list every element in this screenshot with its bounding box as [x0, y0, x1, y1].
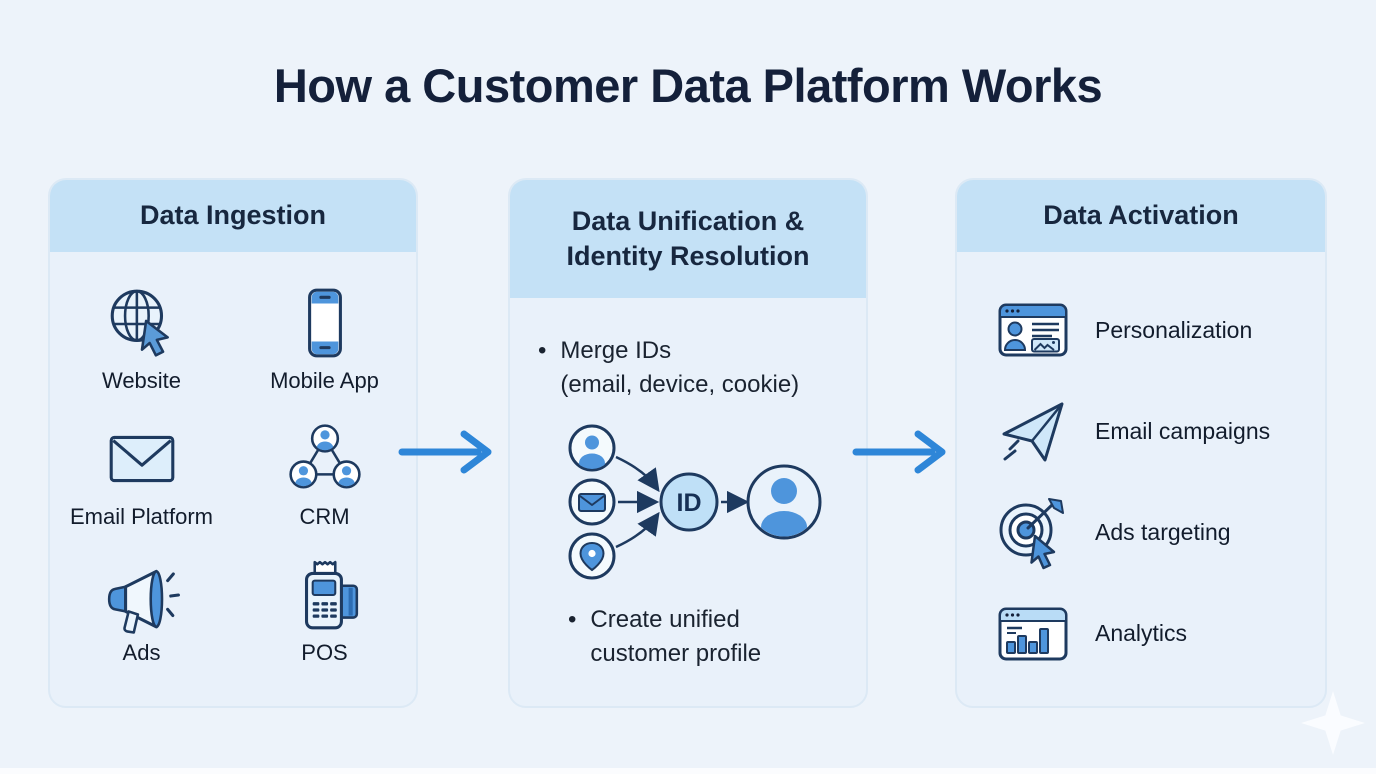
identity-resolution-diagram: ID — [532, 415, 866, 587]
source-item-crm: CRM — [233, 420, 416, 530]
unified-profile-icon — [746, 464, 822, 540]
flow-arrow-right-icon — [398, 427, 498, 477]
activation-item-personalization: Personalization — [995, 292, 1325, 368]
activation-label: Personalization — [1095, 316, 1253, 343]
id-node: ID — [659, 472, 719, 532]
location-id-icon — [568, 532, 616, 580]
source-label: Ads — [122, 640, 161, 665]
bottom-strip — [0, 768, 1376, 774]
analytics-chart-icon — [995, 595, 1071, 671]
bullet-marker: • — [538, 337, 547, 364]
source-label: Email Platform — [69, 504, 214, 529]
crm-users-icon — [286, 420, 364, 498]
source-item-ads: Ads — [50, 556, 233, 666]
panel-header-data-unification: Data Unification & Identity Resolution — [510, 180, 866, 298]
ads-targeting-icon — [995, 494, 1071, 570]
megaphone-icon — [103, 556, 181, 634]
source-label: Website — [101, 368, 182, 393]
source-grid: Website Mobile App Email — [50, 252, 416, 666]
globe-cursor-icon — [103, 284, 181, 362]
panel-data-activation: Data Activation Personalization — [955, 178, 1327, 708]
page-title: How a Customer Data Platform Works — [273, 59, 1103, 112]
paper-plane-icon — [995, 393, 1071, 469]
source-item-email-platform: Email Platform — [50, 420, 233, 530]
source-item-mobile-app: Mobile App — [233, 284, 416, 394]
activation-item-analytics: Analytics — [995, 595, 1325, 671]
merge-ids-text: Merge IDs (email, device, cookie) — [560, 337, 800, 398]
activation-label: Analytics — [1095, 619, 1188, 646]
personalization-icon — [995, 292, 1071, 368]
activation-item-ads-targeting: Ads targeting — [995, 494, 1325, 570]
source-label: CRM — [299, 504, 350, 529]
person-id-icon — [568, 424, 616, 472]
envelope-icon — [103, 420, 181, 498]
unified-profile-text: Create unified customer profile — [590, 606, 762, 667]
email-id-icon — [568, 478, 616, 526]
source-item-pos: POS — [233, 556, 416, 666]
bullet-marker: • — [568, 606, 577, 634]
pos-terminal-icon — [286, 556, 364, 634]
panel-header-data-activation: Data Activation — [957, 180, 1325, 252]
merge-ids-bullet: • Merge IDs (email, device, cookie) — [538, 334, 866, 401]
activation-item-email-campaigns: Email campaigns — [995, 393, 1325, 469]
unified-profile-bullet: • Create unified customer profile — [568, 603, 866, 670]
smartphone-icon — [286, 284, 364, 362]
panel-data-ingestion: Data Ingestion Website — [48, 178, 418, 708]
source-label: Mobile App — [270, 368, 379, 393]
id-badge-label: ID — [677, 489, 702, 517]
activation-label: Email campaigns — [1095, 417, 1271, 444]
panel-data-unification: Data Unification & Identity Resolution •… — [508, 178, 868, 708]
activation-list: Personalization Email campaigns — [957, 252, 1325, 671]
flow-arrow-right-icon — [852, 427, 952, 477]
source-item-website: Website — [50, 284, 233, 394]
panel-header-data-ingestion: Data Ingestion — [50, 180, 416, 252]
activation-label: Ads targeting — [1095, 518, 1231, 545]
source-label: POS — [301, 640, 348, 665]
